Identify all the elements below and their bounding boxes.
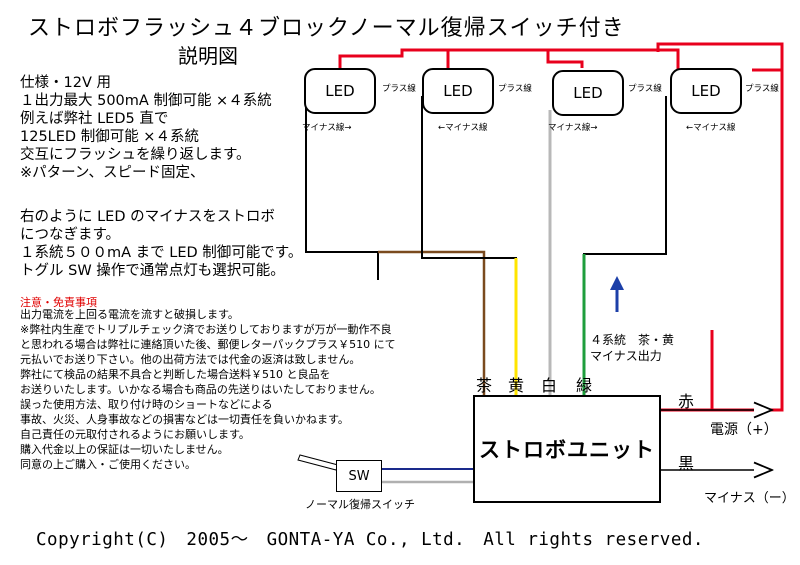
- up-arrow-icon: [610, 276, 624, 290]
- plus-label: プラス線: [628, 84, 662, 94]
- page-subtitle: 説明図: [178, 44, 238, 68]
- wire-label-white: 白: [541, 376, 558, 395]
- minus-label: ←マイナス線: [438, 123, 488, 133]
- warning-line: ※弊社内生産でトリプルチェック済でお送りしておりますが万が一動作不良: [20, 323, 392, 336]
- plus-label: プラス線: [745, 84, 779, 94]
- switch-label: SW: [348, 468, 370, 484]
- minus-label: ←マイナス線: [686, 123, 736, 133]
- warning-line: お送りいたします。いかなる場合も商品の先送りはいたしておりません。: [20, 383, 381, 396]
- toggle-switch[interactable]: SW: [336, 460, 382, 492]
- annotation-line: ４系統 茶・黄: [590, 333, 675, 347]
- spec-line: 交互にフラッシュを繰り返します。: [20, 147, 251, 163]
- warning-line: 出力電流を上回る電流を流すと破損します。: [20, 308, 239, 321]
- warning-line: 弊社にて検品の結果不具合と判断した場合送料￥510 と良品を: [20, 368, 331, 381]
- wire-label-brown: 茶: [476, 376, 493, 395]
- spec-line: １出力最大 500mA 制御可能 ×４系統: [20, 93, 272, 109]
- warning-line: 事故、火災、人身事故などの損害などは一切責任を負いかねます。: [20, 413, 349, 426]
- switch-caption: ノーマル復帰スイッチ: [305, 498, 415, 511]
- wire-label-red: 赤: [678, 392, 695, 411]
- black-wire: [305, 96, 379, 280]
- red-wire: [546, 50, 584, 68]
- strobe-unit: ストロボユニット: [473, 395, 661, 503]
- plus-label: プラス線: [382, 84, 416, 94]
- warning-heading: 注意・免責事項: [20, 296, 97, 309]
- strobe-unit-label: ストロボユニット: [479, 438, 655, 462]
- connect-line: トグル SW 操作で通常点灯も選択可能。: [20, 263, 285, 279]
- led-box-4: LED: [670, 68, 742, 114]
- led-label: LED: [325, 82, 355, 100]
- led-label: LED: [691, 82, 721, 100]
- brown-wire: [378, 250, 486, 395]
- minus-label: マイナス線→: [302, 123, 352, 133]
- spec-line: 例えば弊社 LED5 直で: [20, 111, 169, 127]
- power-plus-label: 電源（+）: [710, 422, 778, 438]
- warning-line: 自己責任の元取付されるようにお願いします。: [20, 428, 250, 441]
- page-title: ストロボフラッシュ４ブロックノーマル復帰スイッチ付き: [28, 16, 625, 41]
- wire-label-black: 黒: [678, 454, 695, 473]
- warning-line: 誤った使用方法、取り付け時のショートなどによる: [20, 398, 273, 411]
- led-box-1: LED: [304, 68, 376, 114]
- toggle-lever-icon: [297, 454, 339, 471]
- spec-line: ※パターン、スピード固定、: [20, 165, 205, 181]
- wire-label-yellow: 黄: [508, 376, 525, 395]
- copyright-footer: Copyright(C) 2005〜 GONTA-YA Co., Ltd. Al…: [36, 530, 704, 550]
- warning-line: 同意の上ご購入・ご使用ください。: [20, 458, 196, 471]
- led-box-2: LED: [422, 68, 494, 114]
- spec-line: 仕様・12V 用: [20, 75, 111, 91]
- warning-line: 元払いでお送り下さい。他の出荷方法では代金の返済は致しません。: [20, 353, 361, 366]
- led-label: LED: [573, 84, 603, 102]
- led-label: LED: [443, 82, 473, 100]
- yellow-wire: [421, 96, 517, 395]
- minus-label: マイナス線→: [548, 123, 598, 133]
- power-minus-label: マイナス（ー）: [704, 491, 795, 506]
- red-wire: [338, 48, 680, 74]
- wire-label-green: 緑: [576, 376, 593, 395]
- annotation-line: マイナス出力: [590, 349, 662, 363]
- led-box-3: LED: [552, 70, 624, 116]
- warning-line: と思われる場合は弊社に連絡頂いた後、郵便レターパックプラス￥510 にて: [20, 338, 396, 351]
- warning-line: 購入代金以上の保証は一切いたしません。: [20, 443, 229, 456]
- plus-label: プラス線: [498, 84, 532, 94]
- connect-line: １系統５００mA まで LED 制御可能です。: [20, 245, 303, 261]
- connect-line: 右のように LED のマイナスをストロボ: [20, 209, 275, 225]
- connect-line: につなぎます。: [20, 227, 121, 243]
- spec-line: 125LED 制御可能 ×４系統: [20, 129, 199, 145]
